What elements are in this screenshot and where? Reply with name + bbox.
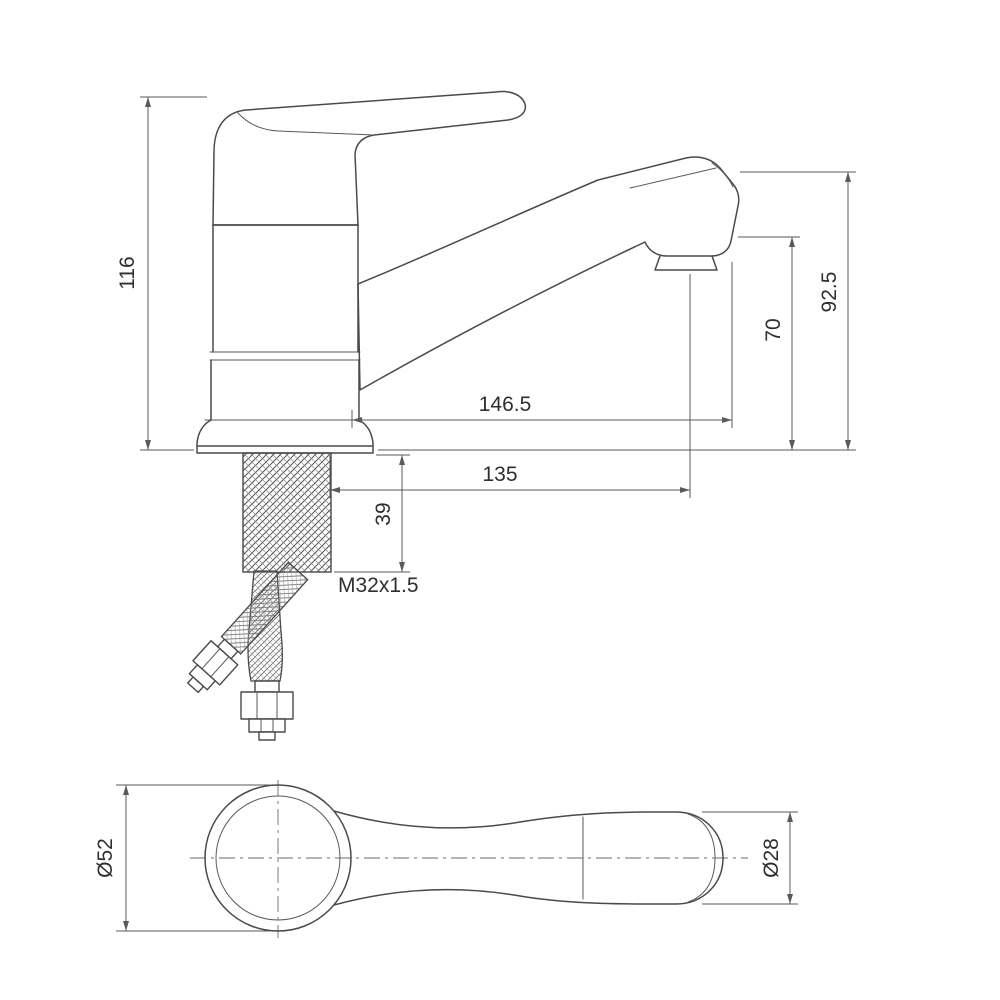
dim-28-arrow-top <box>787 812 793 822</box>
dim-135-label: 135 <box>482 463 517 486</box>
hose-left-fitting <box>240 680 294 741</box>
dim-spout-diameter: Ø28 <box>702 811 798 905</box>
dim-135-arrow-left <box>330 487 340 493</box>
dim-92-label: 92.5 <box>818 272 841 313</box>
dim-reach-total: 146.5 <box>351 262 733 428</box>
base-ring <box>196 445 374 454</box>
dim-116-arrow-bottom <box>145 440 151 450</box>
thread-spec-label: M32x1.5 <box>338 574 419 597</box>
dim-52-arrow-bottom <box>123 921 129 931</box>
dim-92-arrow-bottom <box>845 440 851 450</box>
side-view-dimensions: 116 92.5 70 <box>116 96 856 597</box>
dim-92-arrow-top <box>845 172 851 182</box>
dim-height-total: 116 <box>116 96 207 451</box>
fitting-right-nut-facets <box>201 648 230 678</box>
spout-outline <box>357 156 740 391</box>
dim-28-arrow-bottom <box>787 894 793 904</box>
dim-reach-outlet: 135 <box>329 274 691 498</box>
top-view-spout-outline <box>333 810 724 906</box>
fitting-left-ring-facets <box>260 718 274 733</box>
fitting-left-collar <box>254 680 280 693</box>
top-view-dimensions: Ø52 Ø28 <box>94 784 798 932</box>
fitting-left-ring <box>248 718 286 733</box>
fitting-left-nut <box>240 691 294 720</box>
dim-135-arrow-right <box>680 487 690 493</box>
dim-height-spout-top: 92.5 <box>740 171 856 450</box>
top-view <box>190 780 748 938</box>
threaded-shank <box>242 452 332 573</box>
fitting-right-tip <box>187 676 205 694</box>
dim-146-arrow-left <box>352 417 362 423</box>
top-view-spout-end-arc <box>687 813 716 903</box>
side-view <box>187 90 740 741</box>
dim-52-label: Ø52 <box>94 838 117 878</box>
dim-52-arrow-top <box>123 785 129 795</box>
dim-39-arrow-bottom <box>399 562 405 572</box>
fitting-left-nut-facets <box>256 691 278 720</box>
shank-thread <box>242 452 332 573</box>
spout-head-inner-line <box>629 167 717 189</box>
dim-70-label: 70 <box>762 318 785 341</box>
base-flare <box>196 419 374 447</box>
spout <box>357 156 740 391</box>
dim-height-outlet: 70 <box>738 236 800 450</box>
dim-shank-length: 39 <box>334 454 410 573</box>
dim-28-label: Ø28 <box>760 838 783 878</box>
dim-39-label: 39 <box>372 502 395 525</box>
dim-116-label: 116 <box>116 256 139 289</box>
fitting-left-tip <box>258 731 276 741</box>
dim-39-arrow-top <box>399 455 405 465</box>
dim-70-arrow-top <box>789 237 795 247</box>
dim-70-arrow-bottom <box>789 440 795 450</box>
handle-outline <box>212 90 527 226</box>
dim-146-label: 146.5 <box>479 393 532 416</box>
spout-head-side-line <box>711 162 734 188</box>
handle-cap-outer-circle <box>204 784 352 932</box>
aerator <box>654 255 718 271</box>
dim-handle-diameter: Ø52 <box>94 784 270 932</box>
handle-lever <box>212 90 527 226</box>
handle-cap-inner-circle <box>215 795 341 921</box>
faucet-body <box>196 224 374 454</box>
dim-146-arrow-right <box>722 417 732 423</box>
hose-right-group <box>187 561 309 694</box>
handle-inner-line <box>237 112 375 136</box>
dim-116-arrow-top <box>145 97 151 107</box>
supply-hoses <box>187 561 309 741</box>
